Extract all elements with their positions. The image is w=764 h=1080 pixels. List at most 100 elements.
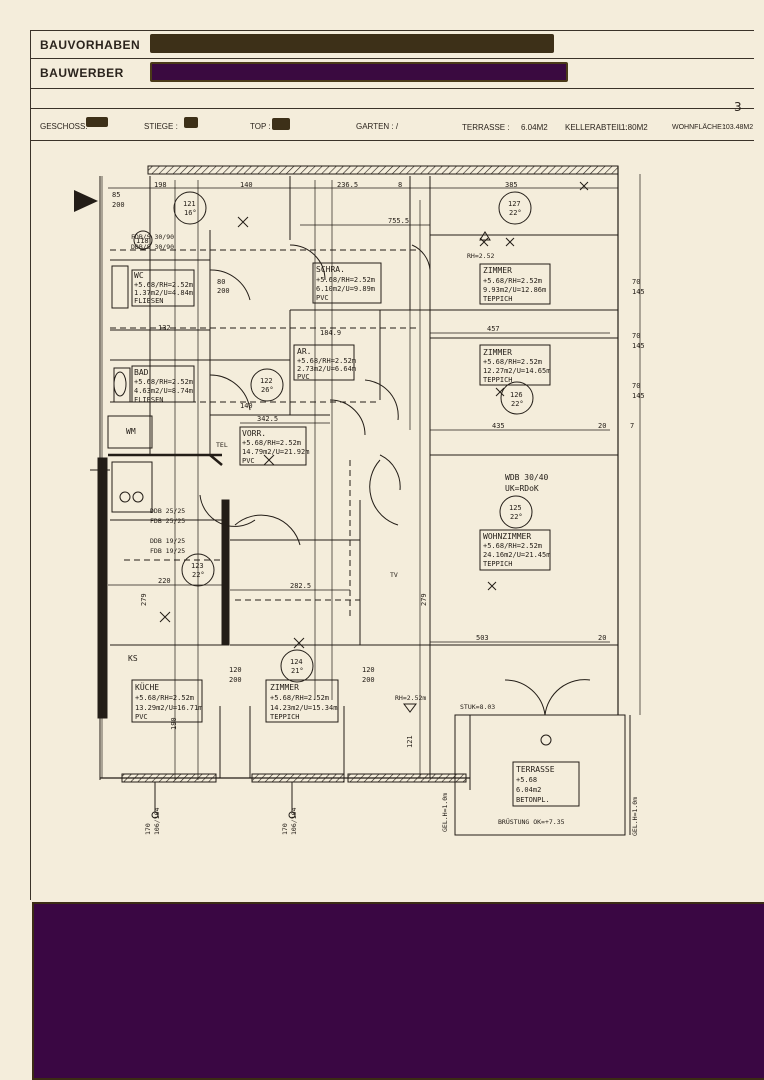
dim: 20 bbox=[598, 634, 606, 642]
ar-name: AR. bbox=[297, 347, 311, 356]
dim: 342.5 bbox=[257, 415, 278, 423]
annotation: 106/104 bbox=[153, 808, 161, 835]
bauvorhaben-label: BAUVORHABEN bbox=[40, 38, 141, 52]
dim: 85 bbox=[112, 191, 120, 199]
top-label: TOP : bbox=[250, 122, 271, 131]
dim: 200 bbox=[229, 676, 242, 684]
dim: 236.5 bbox=[337, 181, 358, 189]
dim: 503 bbox=[476, 634, 489, 642]
circle-label: 122 bbox=[260, 377, 273, 385]
dim: 200 bbox=[217, 287, 230, 295]
zimmer2-l3: TEPPICH bbox=[483, 376, 513, 384]
dim: 279 bbox=[420, 593, 428, 606]
terrasse-name: TERRASSE bbox=[516, 765, 555, 774]
zimmer3-l1: +5.68/RH=2.52m bbox=[270, 694, 329, 702]
bad-name: BAD bbox=[134, 368, 149, 377]
schrank-l1: +5.68/RH=2.52m bbox=[316, 276, 375, 284]
terrasse-l2: 6.04m2 bbox=[516, 786, 541, 794]
annotation: FDB/S 30/90 bbox=[131, 233, 174, 241]
entry-arrow-icon bbox=[74, 190, 98, 212]
dim: 140 bbox=[240, 181, 253, 189]
dim: 184.9 bbox=[320, 329, 341, 337]
fields-top-rule bbox=[30, 108, 754, 109]
dim: 755.5 bbox=[388, 217, 409, 225]
circle-label: 22° bbox=[511, 400, 524, 408]
dim: 70 bbox=[632, 382, 640, 390]
dim: 8 bbox=[398, 181, 402, 189]
terrasse-value: 6.04M2 bbox=[521, 123, 548, 132]
wohnflaeche-value: 103.48M2 bbox=[722, 124, 754, 131]
annotation: DDB 19/25 bbox=[150, 537, 185, 545]
zimmer2-l1: +5.68/RH=2.52m bbox=[483, 358, 542, 366]
dim: 190 bbox=[170, 717, 178, 730]
dim: 20 bbox=[598, 422, 606, 430]
geschoss-label: GESCHOSS: bbox=[40, 122, 88, 131]
annotation: KS bbox=[128, 654, 138, 663]
annotation: TEL bbox=[216, 441, 228, 449]
schrank-l3: PVC bbox=[316, 294, 329, 302]
ar-l3: PVC bbox=[297, 373, 310, 381]
dim: 140 bbox=[240, 402, 253, 410]
annotation: RH=2.52m bbox=[395, 694, 426, 702]
left-border bbox=[30, 30, 31, 900]
kellerabteil-label: KELLERABTEIL : bbox=[565, 123, 628, 132]
circle-label: 16° bbox=[184, 209, 197, 217]
circle-label: 127 bbox=[508, 200, 521, 208]
stiege-label: STIEGE : bbox=[144, 122, 178, 131]
dim: 132 bbox=[158, 324, 171, 332]
wohnzimmer-name: WOHNZIMMER bbox=[483, 532, 531, 541]
circle-label: 126 bbox=[510, 391, 523, 399]
annotation: TV bbox=[390, 571, 398, 579]
annotation: DDB 25/25 bbox=[150, 507, 185, 515]
annotation: 170 bbox=[144, 823, 152, 835]
vorr-l1: +5.68/RH=2.52m bbox=[242, 439, 301, 447]
corner-note: 3 bbox=[734, 100, 742, 114]
garten-label: GARTEN : / bbox=[356, 122, 399, 131]
bauwerber-label: BAUWERBER bbox=[40, 66, 124, 80]
kellerabteil-value: 1.80M2 bbox=[621, 123, 648, 132]
dim: 70 bbox=[632, 332, 640, 340]
zimmer1-l3: TEPPICH bbox=[483, 295, 513, 303]
vorr-name: VORR. bbox=[242, 429, 266, 438]
header-top-rule bbox=[30, 30, 754, 31]
wc-l2: 1.37m2/U=4.84m bbox=[134, 289, 193, 297]
annotation: 170 bbox=[281, 823, 289, 835]
zimmer3-l3: TEPPICH bbox=[270, 713, 300, 721]
fields-bottom-rule bbox=[30, 140, 754, 141]
ar-l2: 2.73m2/U=6.64m bbox=[297, 365, 356, 373]
annotation: RH=2.52 bbox=[467, 252, 494, 260]
annotation: UK=RDoK bbox=[505, 484, 539, 493]
circle-label: 118 bbox=[136, 237, 149, 245]
wohnzimmer-l2: 24.16m2/U=21.45m bbox=[483, 551, 550, 559]
dim: 145 bbox=[632, 392, 645, 400]
geschoss-redaction bbox=[86, 117, 108, 127]
terrasse-l3: BETONPL. bbox=[516, 796, 550, 804]
dim: 120 bbox=[229, 666, 242, 674]
circle-label: 121 bbox=[183, 200, 196, 208]
zimmer2-l2: 12.27m2/U=14.65m bbox=[483, 367, 550, 375]
circle-label: 22° bbox=[192, 571, 205, 579]
bauwerber-redaction bbox=[150, 62, 568, 82]
annotation: DDB/S 30/90 bbox=[131, 243, 174, 251]
annotation: 106/104 bbox=[290, 808, 298, 835]
circle-label: 21° bbox=[291, 667, 304, 675]
wc-name: WC bbox=[134, 271, 144, 280]
header-mid-rule bbox=[30, 58, 754, 59]
zimmer1-l1: +5.68/RH=2.52m bbox=[483, 277, 542, 285]
dim: 145 bbox=[632, 342, 645, 350]
annotation: STUK=8.03 bbox=[460, 703, 495, 711]
kueche-name: KÜCHE bbox=[135, 682, 159, 692]
zimmer1-name: ZIMMER bbox=[483, 266, 512, 275]
bottom-redaction-block bbox=[32, 902, 764, 1080]
bad-l2: 4.63m2/U=8.74m bbox=[134, 387, 193, 395]
zimmer3-l2: 14.23m2/U=15.34m bbox=[270, 704, 337, 712]
dim: 198 bbox=[154, 181, 167, 189]
annotation: FDB 19/25 bbox=[150, 547, 185, 555]
terrasse-label: TERRASSE : bbox=[462, 123, 510, 132]
bad-l1: +5.68/RH=2.52m bbox=[134, 378, 193, 386]
dim: 220 bbox=[158, 577, 171, 585]
dim: 457 bbox=[487, 325, 500, 333]
dim: 200 bbox=[112, 201, 125, 209]
dim: 7 bbox=[630, 422, 634, 430]
zimmer3-name: ZIMMER bbox=[270, 683, 299, 692]
